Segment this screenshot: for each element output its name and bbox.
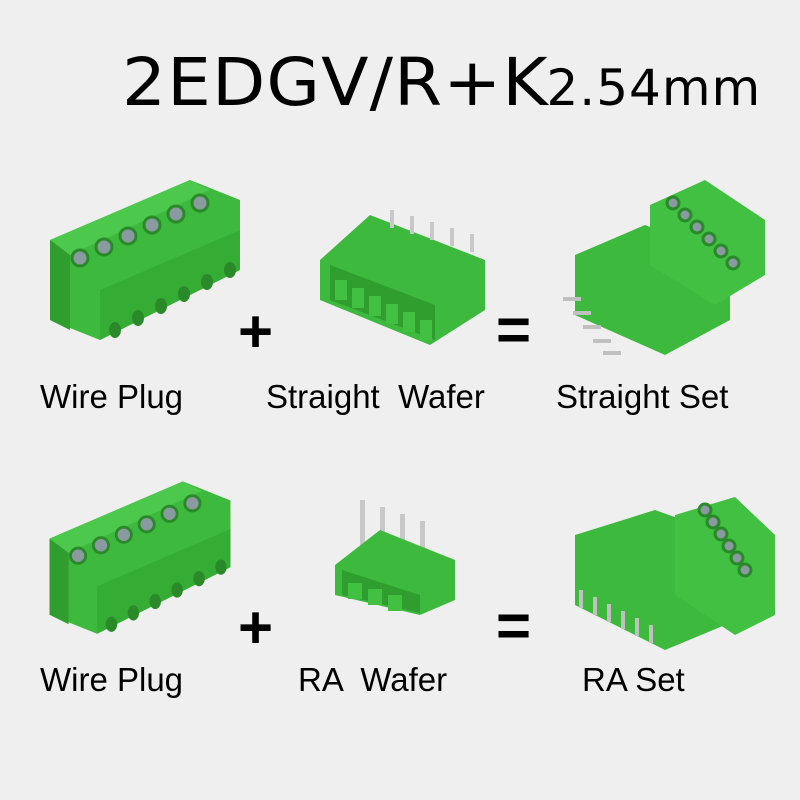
label-ra-set: RA Set — [582, 661, 685, 698]
label-wire-plug: Wire Plug — [40, 378, 184, 415]
plus-operator: + — [238, 594, 274, 661]
model-code: 2EDGV/R+K — [122, 44, 549, 121]
ra-wafer-icon — [335, 500, 455, 615]
label-straight-set: Straight Set — [556, 378, 729, 415]
plus-operator: + — [238, 298, 274, 365]
straight-set-icon — [563, 180, 765, 355]
wire-plug-icon — [49, 481, 231, 634]
wire-plug-icon — [50, 180, 240, 340]
equals-operator: = — [496, 296, 532, 363]
label-ra-wafer: RA Wafer — [298, 661, 448, 698]
label-wire-plug: Wire Plug — [40, 661, 184, 698]
page-title: 2EDGV/R+K2.54mm — [122, 48, 761, 123]
straight-wafer-icon — [320, 210, 485, 345]
pitch-size: 2.54mm — [546, 59, 762, 117]
ra-set-icon — [575, 497, 775, 650]
label-straight-wafer: Straight Wafer — [266, 378, 485, 415]
equals-operator: = — [496, 592, 532, 659]
